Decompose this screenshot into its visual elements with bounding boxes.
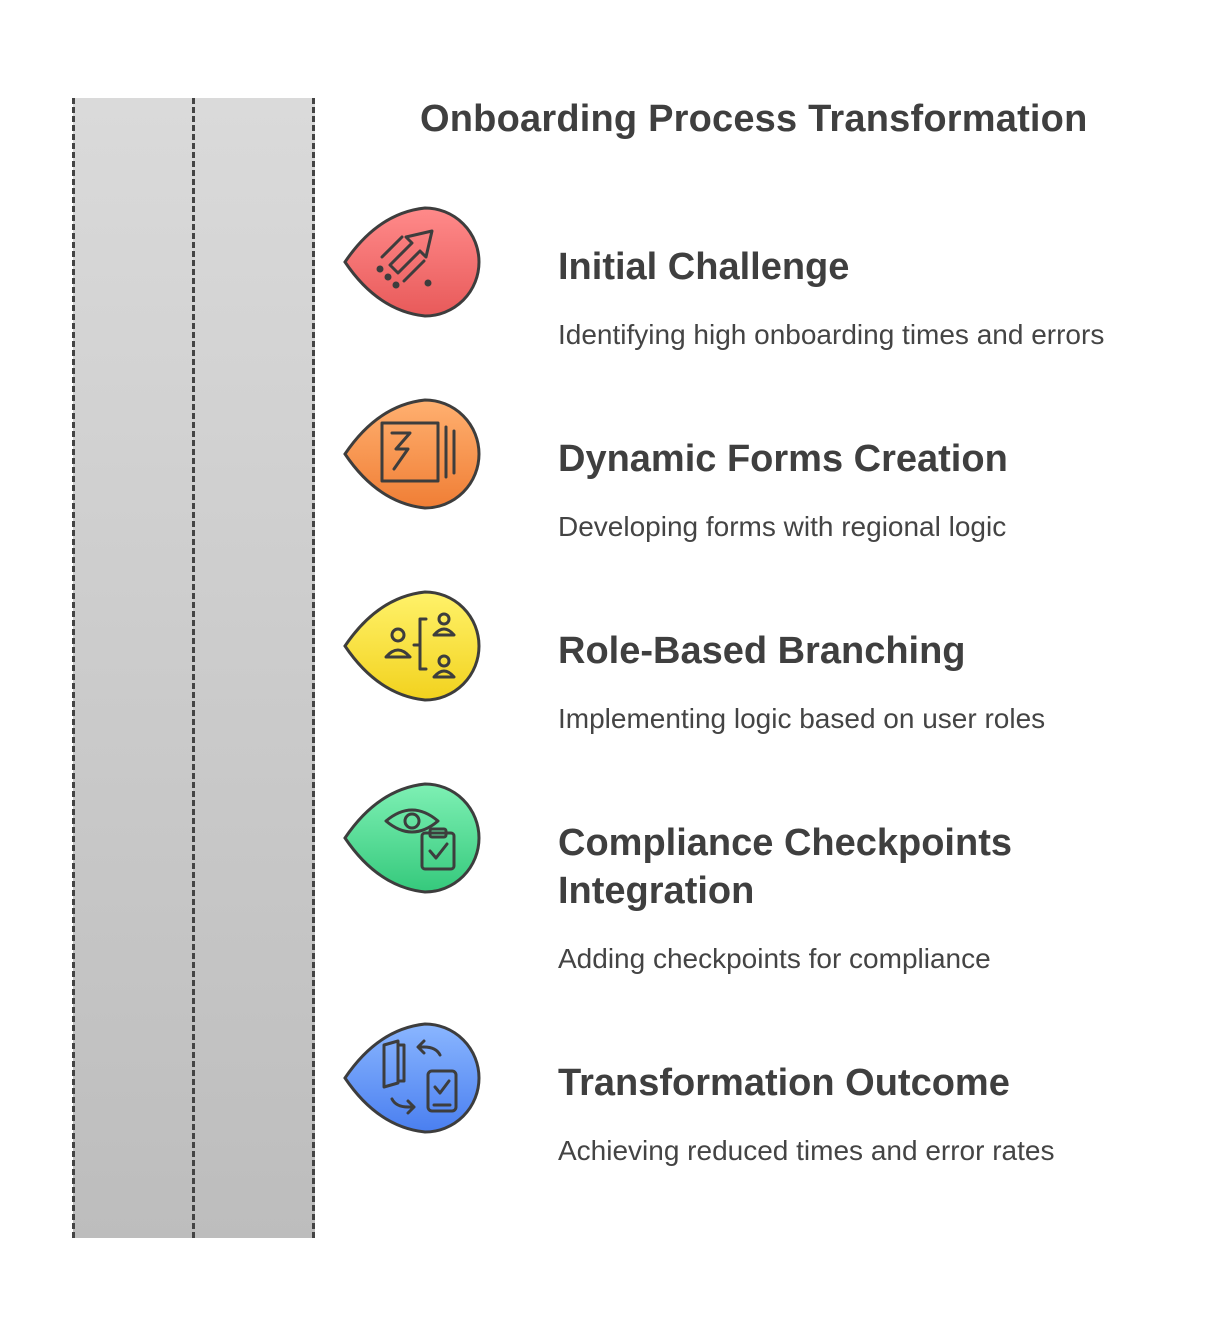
road-band <box>72 98 315 1238</box>
eye-clipboard-icon <box>384 808 456 871</box>
step-title: Initial Challenge <box>558 246 850 288</box>
pin-marker <box>343 398 481 510</box>
pin-marker <box>343 1022 481 1134</box>
step-description: Developing forms with regional logic <box>558 511 1007 542</box>
road-center-line <box>192 98 195 1238</box>
form-document-icon <box>380 421 456 483</box>
step-title: Role-Based Branching <box>558 630 966 672</box>
step-title: Transformation Outcome <box>558 1062 1010 1104</box>
pin-marker <box>343 590 481 702</box>
step-description: Identifying high onboarding times and er… <box>558 319 1105 350</box>
road-edge-right <box>312 98 315 1238</box>
step-title: Dynamic Forms Creation <box>558 438 1008 480</box>
diagram-title: Onboarding Process Transformation <box>420 98 1088 140</box>
device-transfer-icon <box>382 1039 458 1115</box>
step-description: Adding checkpoints for compliance <box>558 943 991 974</box>
user-branching-icon <box>384 612 456 679</box>
step-description: Implementing logic based on user roles <box>558 703 1046 734</box>
pin-marker <box>343 206 481 318</box>
growth-arrow-icon <box>376 229 434 289</box>
pin-marker <box>343 782 481 894</box>
road-edge-left <box>72 98 75 1238</box>
step-title: Compliance Checkpoints Integration <box>558 822 1012 912</box>
step-description: Achieving reduced times and error rates <box>558 1135 1055 1166</box>
